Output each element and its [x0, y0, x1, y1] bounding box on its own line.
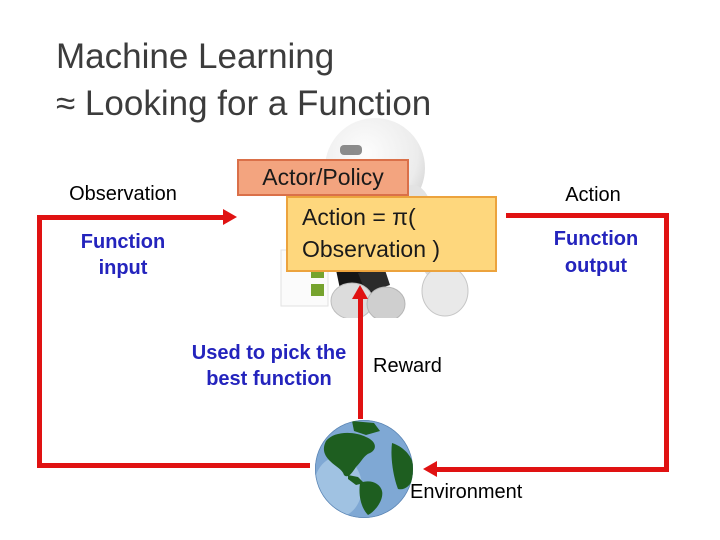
policy-function-box: Action = π( Observation ) [286, 196, 497, 272]
policy-function-line-1: Action = π( [302, 204, 416, 230]
action-arrow-line [506, 213, 669, 218]
observation-text: Observation [69, 183, 177, 205]
loop-left-vertical-line [37, 215, 42, 468]
title-line-2: ≈ Looking for a Function [56, 84, 432, 123]
function-input-label: Function input [40, 229, 206, 281]
observation-arrow-line [40, 215, 223, 220]
function-output-label: Function output [528, 226, 664, 280]
reward-text: Reward [373, 355, 442, 377]
loop-right-bottom-line [437, 467, 669, 472]
environment-text: Environment [410, 481, 523, 503]
observation-label: Observation [40, 183, 206, 206]
function-output-line-1: Function [553, 228, 639, 250]
function-input-line-1: Function [80, 231, 166, 253]
policy-function-line-2: Observation ) [302, 236, 441, 262]
actor-policy-box: Actor/Policy [237, 159, 409, 196]
title-line-1: Machine Learning [56, 37, 335, 76]
globe-icon [315, 420, 413, 518]
actor-policy-label: Actor/Policy [262, 164, 384, 190]
environment-label: Environment [410, 481, 522, 504]
pick-note-line-2: best function [206, 368, 332, 390]
pick-note-label: Used to pick the best function [180, 340, 358, 392]
pick-note-line-1: Used to pick the [191, 342, 347, 364]
reward-arrow-line [358, 298, 363, 419]
action-label: Action [528, 184, 658, 207]
page-title: Machine Learning ≈ Looking for a Functio… [56, 33, 431, 127]
function-output-line-2: output [564, 255, 628, 277]
function-input-line-2: input [98, 257, 148, 279]
loop-left-bottom-line [37, 463, 310, 468]
reward-arrowhead [352, 285, 368, 299]
action-text: Action [565, 184, 621, 206]
reward-label: Reward [373, 355, 442, 378]
observation-arrowhead [223, 209, 237, 225]
environment-arrowhead [423, 461, 437, 477]
loop-right-vertical-line [664, 213, 669, 472]
